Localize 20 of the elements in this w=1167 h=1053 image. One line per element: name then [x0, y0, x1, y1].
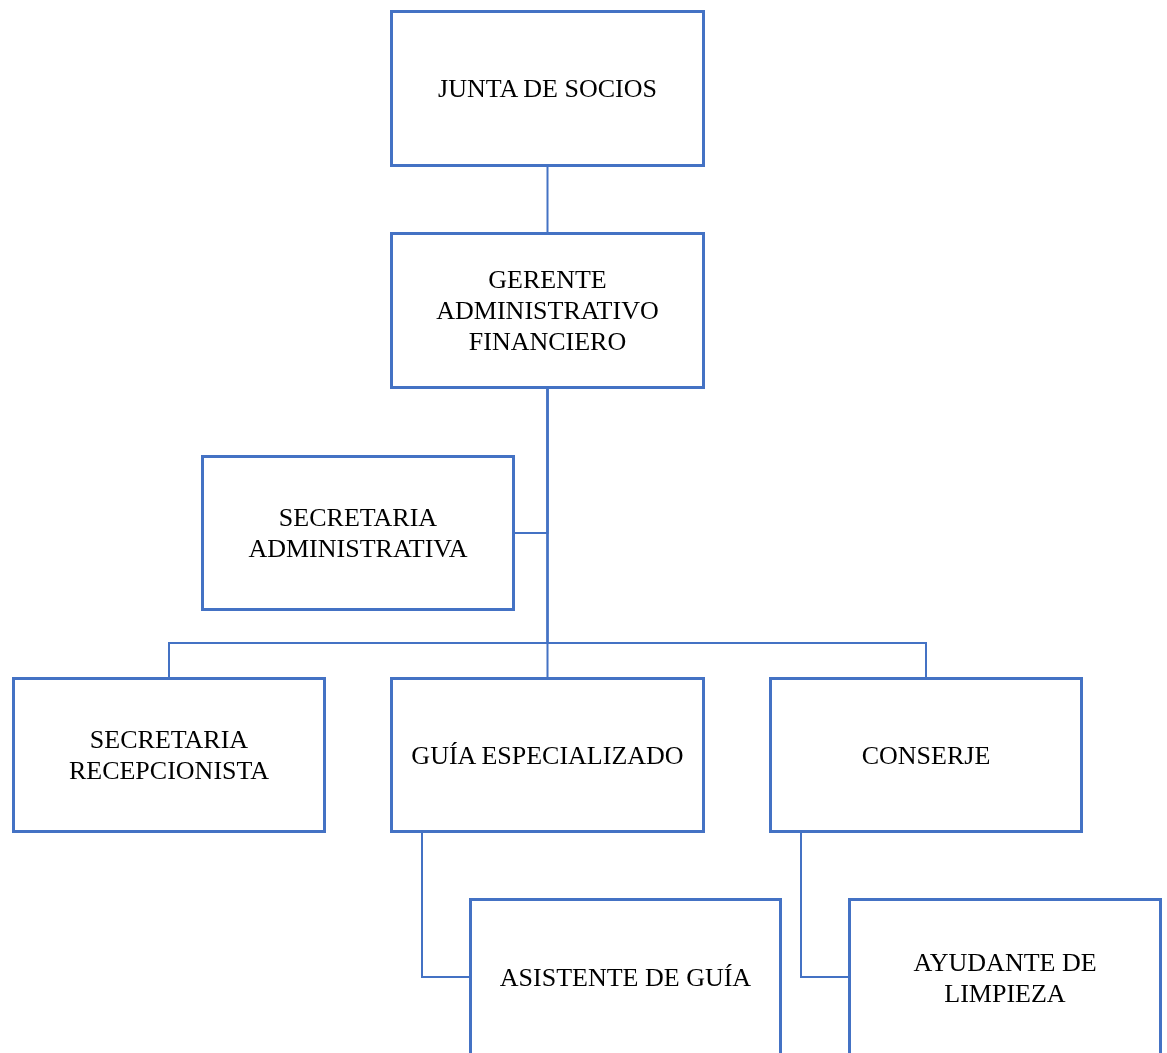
position-box	[469, 898, 782, 1053]
connector-line	[421, 832, 470, 978]
position-box	[769, 677, 1083, 833]
position-title: SECRETARIA RECEPCIONISTA	[67, 724, 271, 786]
connector-line	[800, 832, 849, 978]
position-box	[390, 10, 705, 167]
position-title: CONSERJE	[861, 739, 991, 771]
position-box	[390, 232, 705, 389]
position-title: ASISTENTE DE GUÍA	[499, 962, 752, 993]
position-box	[390, 677, 705, 833]
position-box	[848, 898, 1162, 1053]
position-title: SECRETARIA ADMINISTRATIVA	[247, 502, 469, 564]
position-box	[201, 455, 515, 611]
connector-line	[546, 388, 927, 678]
position-title: AYUDANTE DE LIMPIEZA	[912, 946, 1098, 1009]
position-box	[12, 677, 326, 833]
position-title: JUNTA DE SOCIOS	[438, 73, 657, 104]
position-title: GUÍA ESPECIALIZADO	[411, 739, 684, 771]
position-title: GERENTE ADMINISTRATIVO FINANCIERO	[435, 264, 660, 357]
connector-line	[546, 166, 549, 233]
